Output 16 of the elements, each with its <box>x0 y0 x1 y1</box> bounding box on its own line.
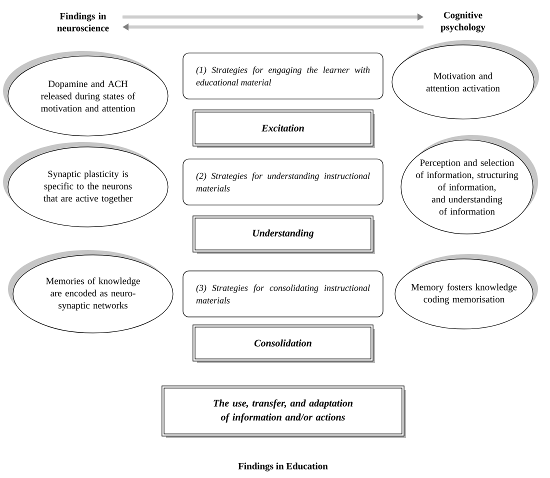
stage-box: Excitation <box>192 110 375 148</box>
ellipse-node: Memory fosters knowledge coding memorisation <box>394 254 538 330</box>
ellipse-node: Synaptic plasticity is specific to the neurons that are active together <box>3 142 168 228</box>
heading-text: Findings in neuroscience <box>57 12 109 32</box>
strategy-box: (1) Strategies for engaging the learner with educational material <box>182 52 384 100</box>
ellipse-node: Memories of knowledge are encoded as neuro-synaptic networks <box>8 250 174 334</box>
heading-text: Cognitive psychology <box>440 12 486 32</box>
caption-text: Findings in Education <box>238 462 328 472</box>
stage-box: Consolidation <box>192 324 375 363</box>
strategy-box: (2) Strategies for understanding instructional materials <box>182 158 384 206</box>
stage-box: The use, transfer, and adaptation of information and/or actions <box>162 386 406 438</box>
ellipse-node: Dopamine and ACH released during states of motivation and attention <box>3 51 168 136</box>
strategy-box: (3) Strategies for consolidating instructional materials <box>182 270 384 318</box>
ellipse-node: Perception and selection of information, structuring of information, and understanding of information <box>400 135 538 234</box>
stage-box: Understanding <box>192 216 375 254</box>
ellipse-node: Motivation and attention activation <box>392 40 539 120</box>
